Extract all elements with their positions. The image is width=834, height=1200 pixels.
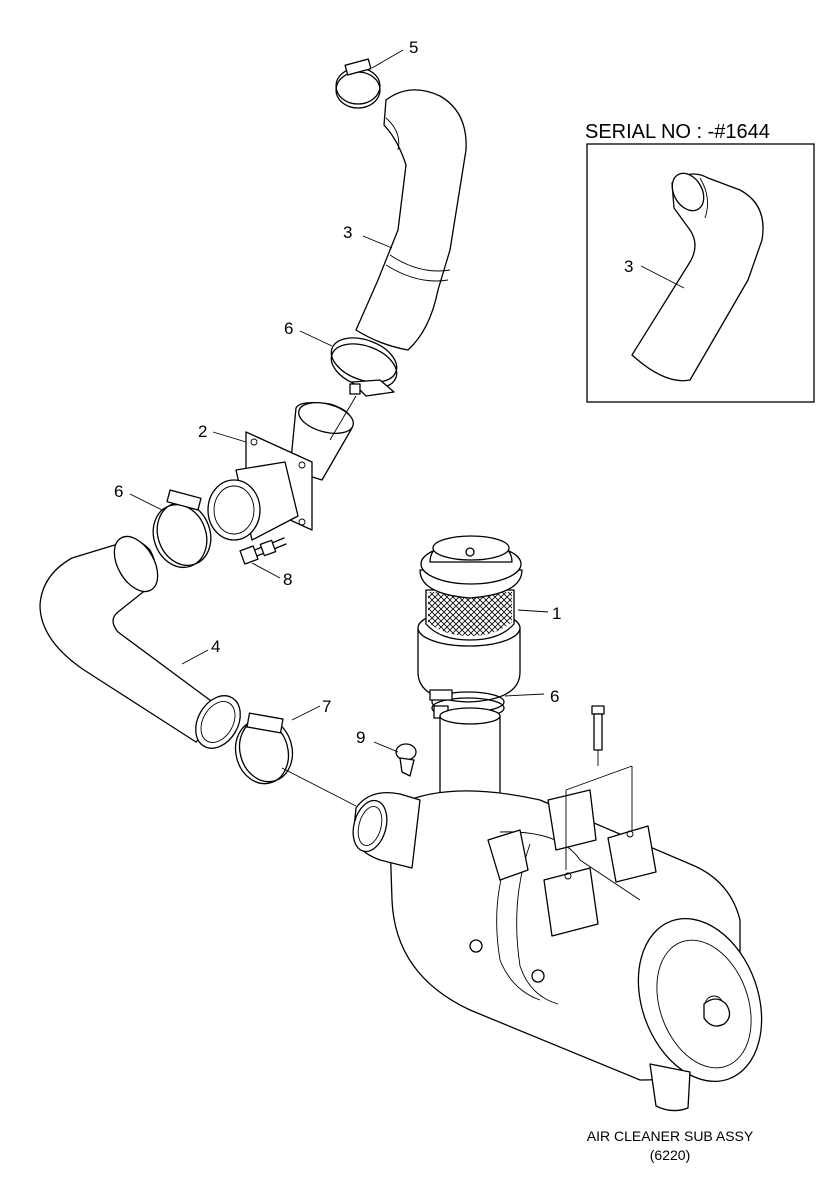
leader-6-left bbox=[129, 493, 163, 511]
leader-4 bbox=[181, 649, 209, 665]
callout-9: 9 bbox=[356, 728, 365, 747]
callout-6-lower: 6 bbox=[550, 687, 559, 706]
elbow-flange-part-2 bbox=[207, 402, 354, 541]
leader-7 bbox=[291, 705, 321, 721]
leader-6-lower bbox=[504, 693, 545, 697]
leader-8 bbox=[251, 562, 281, 579]
callout-5: 5 bbox=[409, 38, 418, 57]
leader-2 bbox=[212, 431, 247, 443]
leader-6-upper bbox=[299, 330, 333, 347]
inset-hose-part-3 bbox=[631, 172, 764, 382]
connection-line-lower bbox=[281, 767, 357, 807]
callout-6-upper: 6 bbox=[284, 319, 293, 338]
callout-2: 2 bbox=[198, 422, 207, 441]
callout-1: 1 bbox=[552, 604, 561, 623]
leader-3-main bbox=[362, 235, 393, 249]
nut-part-9 bbox=[395, 743, 417, 777]
serial-inset: SERIAL NO : -#1644 3 bbox=[585, 121, 815, 403]
hose-clamp-part-6-left bbox=[152, 489, 212, 569]
callout-3-inset: 3 bbox=[624, 257, 633, 276]
hose-clamp-part-6-upper bbox=[330, 337, 398, 397]
caption-assembly-code: (6220) bbox=[650, 1147, 690, 1163]
lower-hose-part-4 bbox=[39, 535, 241, 749]
inset-title: SERIAL NO : -#1644 bbox=[585, 121, 770, 143]
inset-frame bbox=[586, 143, 815, 403]
callout-3-main: 3 bbox=[343, 223, 352, 242]
bolt-part-8 bbox=[239, 537, 287, 565]
callout-7: 7 bbox=[322, 697, 331, 716]
pre-cleaner-part-1 bbox=[417, 535, 523, 703]
caption-assembly-name: AIR CLEANER SUB ASSY bbox=[587, 1128, 754, 1144]
hose-clamp-part-7 bbox=[234, 712, 294, 785]
leader-5 bbox=[371, 49, 404, 69]
callout-4: 4 bbox=[211, 637, 220, 656]
callout-8: 8 bbox=[283, 570, 292, 589]
upper-hose-part-3 bbox=[355, 89, 467, 351]
air-cleaner-assembly bbox=[352, 705, 763, 1112]
callout-6-left: 6 bbox=[114, 482, 123, 501]
hose-clamp-part-5 bbox=[335, 58, 381, 109]
leader-3-inset bbox=[640, 265, 685, 289]
connection-line-upper bbox=[329, 395, 357, 441]
leader-1 bbox=[517, 609, 549, 613]
leader-9 bbox=[373, 741, 399, 753]
